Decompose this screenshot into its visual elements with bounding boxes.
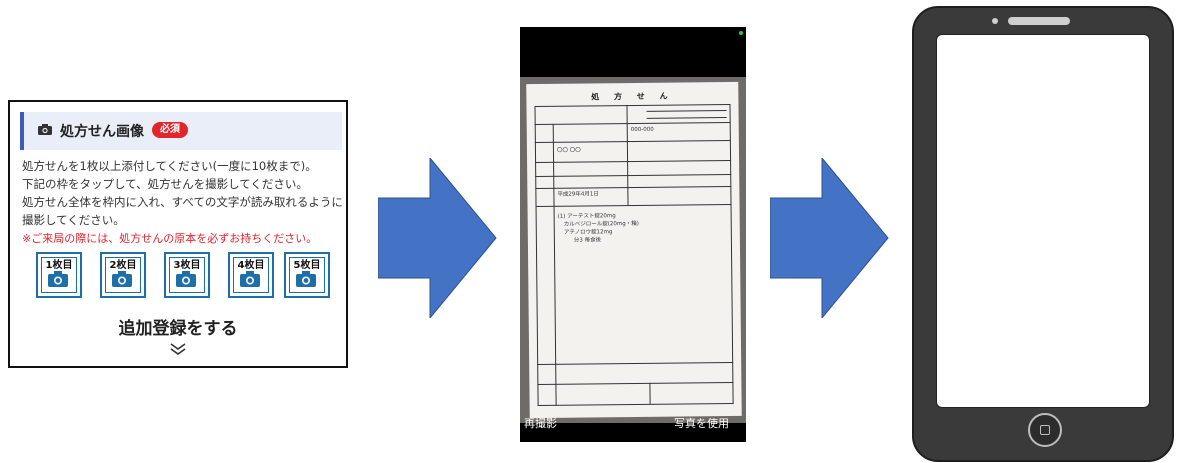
prescription-line: 分3 毎食後: [573, 237, 602, 244]
retake-button[interactable]: 再撮影: [524, 417, 557, 430]
issue-date: 平成29年4月1日: [557, 191, 599, 198]
document-title: 処 方 せ ん: [591, 91, 674, 102]
prescription-document: 処 方 せ ん 000-000 〇〇 〇〇 平成29年4月1日 (1) アーテス…: [526, 81, 742, 419]
photo-slot-label: 5枚目: [293, 260, 321, 271]
document-code: 000-000: [630, 126, 654, 134]
original-prescription-notice: ※ご来局の際には、処方せんの原本を必ずお持ちください。: [22, 232, 318, 245]
camera-preview-screen: 処 方 せ ん 000-000 〇〇 〇〇 平成29年4月1日 (1) アーテス…: [520, 27, 746, 442]
photo-slot-2-button[interactable]: 2枚目: [100, 252, 146, 298]
instruction-line: 下記の枠をタップして、処方せんを撮影してください。: [22, 177, 308, 191]
instruction-line: 処方せんを1枚以上添付してください(一度に10枚まで)。: [22, 159, 317, 173]
flow-arrow-icon: [378, 158, 497, 318]
card-title: 処方せん画像: [60, 124, 144, 140]
patient-name: 〇〇 〇〇: [556, 147, 581, 154]
camera-indicator: [739, 31, 743, 35]
camera-icon: [112, 271, 132, 287]
photo-slot-5-button[interactable]: 5枚目: [284, 252, 330, 298]
home-button[interactable]: [1028, 413, 1062, 447]
smartphone-illustration: [912, 6, 1174, 462]
captured-photo: 処 方 せ ん 000-000 〇〇 〇〇 平成29年4月1日 (1) アーテス…: [520, 77, 746, 423]
speaker-grille: [1008, 17, 1070, 25]
camera-icon: [176, 271, 196, 287]
photo-slot-1-button[interactable]: 1枚目: [36, 252, 82, 298]
photo-slot-label: 2枚目: [109, 260, 137, 271]
phone-screen: [936, 34, 1150, 408]
front-camera: [992, 18, 998, 24]
photo-slot-label: 1枚目: [45, 260, 73, 271]
camera-icon: [38, 124, 52, 135]
camera-icon: [48, 271, 68, 287]
photo-slot-4-button[interactable]: 4枚目: [228, 252, 274, 298]
photo-slot-label: 4枚目: [237, 260, 265, 271]
required-badge: 必須: [152, 122, 188, 138]
use-photo-button[interactable]: 写真を使用: [674, 417, 729, 430]
card-header: 処方せん画像 必須: [20, 112, 342, 150]
instruction-line: 撮影してください。: [22, 213, 125, 227]
home-square-icon: [1040, 425, 1050, 435]
flow-arrow-icon: [770, 158, 889, 318]
instruction-line: 処方せん全体を枠内に入れ、すべての文字が読み取れるように: [22, 195, 343, 209]
camera-icon: [296, 271, 316, 287]
prescription-line: アテノロウ錠12mg: [563, 229, 613, 236]
camera-icon: [240, 271, 260, 287]
double-chevron-down-icon[interactable]: [168, 342, 188, 356]
add-registration-button[interactable]: 追加登録をする: [118, 319, 238, 339]
prescription-upload-card: 処方せん画像 必須 処方せんを1枚以上添付してください(一度に10枚まで)。 下…: [8, 100, 348, 368]
photo-slot-3-button[interactable]: 3枚目: [164, 252, 210, 298]
photo-slot-label: 3枚目: [173, 260, 201, 271]
